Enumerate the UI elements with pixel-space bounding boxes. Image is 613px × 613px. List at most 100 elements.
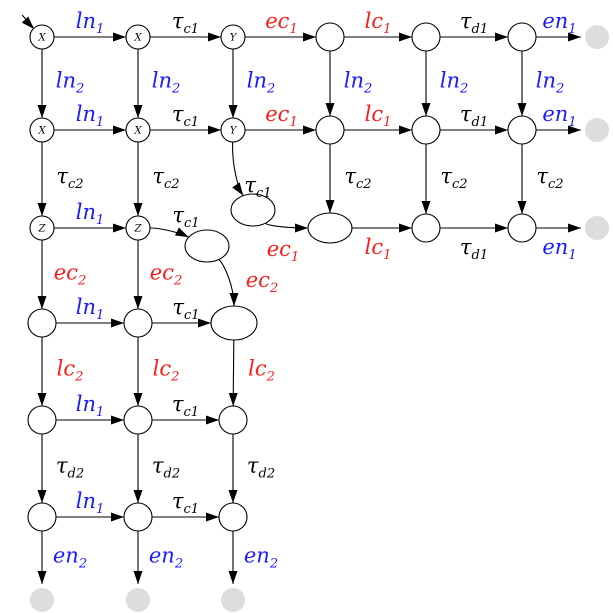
state-node-r4c2	[218, 405, 248, 435]
arrowhead-m22-to-r3c2	[229, 293, 239, 306]
arrowhead-r5c0-to-t_c0	[37, 571, 47, 584]
edge-label-tc1: τc1	[172, 9, 199, 37]
state-node-r3c1	[123, 308, 153, 338]
terminal-node-t_r1	[585, 118, 609, 142]
arrowhead-r0c3-to-r1c3	[325, 103, 335, 116]
arrowhead-r3c0-to-r4c0	[37, 393, 47, 406]
edge-label-lc2: lc2	[153, 357, 180, 385]
state-node-r3c2	[210, 305, 258, 341]
arrowhead-r2c1-to-m22	[175, 227, 189, 238]
arrowhead-r1c4-to-r2c4	[421, 201, 431, 214]
node-letter-r1c1: X	[133, 126, 142, 137]
arrowhead-r0c5-to-t_r0	[568, 32, 581, 42]
edge-label-td1: τd1	[460, 235, 488, 263]
state-node-r2c1	[125, 215, 151, 241]
edge-label-ln2: ln2	[56, 69, 85, 97]
arrowhead-r5c1-to-r5c2	[206, 512, 219, 522]
node-letter-r2c0: Z	[38, 224, 47, 235]
arrowhead-r2c1-to-r3c1	[133, 296, 143, 309]
state-node-r1c5	[507, 115, 537, 145]
arrowhead-r2c3-to-r2c4	[399, 223, 412, 233]
state-node-r0c4	[411, 22, 441, 52]
state-node-r0c1	[125, 24, 151, 50]
edge-label-en2: en2	[149, 544, 183, 572]
edge-label-ln2: ln2	[247, 69, 276, 97]
edge-label-tc2: τc2	[152, 164, 179, 192]
state-node-r1c3	[315, 115, 345, 145]
arrowhead-r0c2-to-r0c3	[303, 32, 316, 42]
arrowhead-r1c0-to-r2c0	[37, 203, 47, 216]
edge-label-ec1: ec1	[265, 102, 297, 130]
node-letter-r0c1: X	[133, 33, 142, 44]
arrowhead-r0c4-to-r0c5	[495, 32, 508, 42]
edge-label-ln1: ln1	[76, 200, 105, 228]
edge-label-td1: τd1	[460, 9, 488, 37]
arrowhead-r2c5-to-t_r2	[568, 223, 581, 233]
edge-label-tc1: τc1	[172, 295, 199, 323]
edge-label-td2: τd2	[247, 454, 275, 482]
state-node-r0c3	[315, 22, 345, 52]
edge-label-en1: en1	[542, 235, 576, 263]
arrowhead-r5c0-to-r5c1	[111, 512, 124, 522]
state-node-r1c4	[411, 115, 441, 145]
arrowhead-r2c0-to-r3c0	[37, 296, 47, 309]
arrowhead-r0c1-to-r1c1	[133, 105, 143, 118]
state-node-r0c5	[507, 22, 537, 52]
arrowhead-r4c0-to-r5c0	[37, 490, 47, 503]
edge-label-ln1: ln1	[76, 489, 105, 517]
edge-label-lc2: lc2	[57, 357, 84, 385]
edge-label-en2: en2	[244, 544, 278, 572]
state-node-r1c1	[125, 117, 151, 143]
arrowhead-r4c2-to-r5c2	[228, 490, 238, 503]
terminal-node-t_r2	[585, 216, 609, 240]
edge-label-lc1: lc1	[365, 102, 392, 130]
edge-label-td2: τd2	[56, 454, 84, 482]
arrowhead-r1c4-to-r1c5	[495, 125, 508, 135]
state-node-r5c2	[218, 502, 248, 532]
node-letter-r0c0: X	[37, 33, 46, 44]
node-letter-r1c0: X	[37, 126, 46, 137]
arrowhead-r1c2-to-m12	[232, 182, 244, 196]
terminal-node-t_c1	[126, 588, 150, 612]
arrowhead-r4c0-to-r4c1	[111, 415, 124, 425]
arrowhead-r0c0-to-r0c1	[113, 32, 126, 42]
arrowhead-r0c0-to-r1c0	[37, 105, 47, 118]
arrowhead-r1c3-to-r2c3	[325, 200, 335, 213]
edge-label-ec2: ec2	[54, 261, 86, 289]
edge-label-tc1: τc1	[244, 173, 271, 201]
state-node-r5c0	[27, 502, 57, 532]
arrowhead-r4c1-to-r5c1	[133, 490, 143, 503]
edge-label-ln2: ln2	[440, 69, 469, 97]
arrowhead-r4c1-to-r4c2	[206, 415, 219, 425]
terminal-node-t_c2	[221, 588, 245, 612]
state-node-r3c0	[27, 308, 57, 338]
edge-label-td1: τd1	[460, 102, 488, 130]
arrowhead-r0c1-to-r0c2	[208, 32, 221, 42]
arrowhead-r3c0-to-r3c1	[111, 318, 124, 328]
edge-label-ec2: ec2	[246, 268, 278, 296]
state-node-m22	[184, 229, 230, 263]
edge-label-tc2: τc2	[344, 164, 371, 192]
edge-label-ec2: ec2	[150, 261, 182, 289]
arrowhead-r1c2-to-r1c3	[303, 125, 316, 135]
arrowhead-r0c3-to-r0c4	[399, 32, 412, 42]
arrowhead-r0c5-to-r1c5	[517, 103, 527, 116]
node-letter-r2c1: Z	[134, 224, 143, 235]
edge-label-lc1: lc1	[365, 9, 392, 37]
terminal-node-t_c0	[30, 588, 54, 612]
edge-label-tc1: τc1	[172, 392, 199, 420]
arrowhead-r1c1-to-r1c2	[208, 125, 221, 135]
state-node-r1c2	[220, 117, 246, 143]
state-node-r1c0	[29, 117, 55, 143]
arrowhead-r1c3-to-r1c4	[399, 125, 412, 135]
edge-label-tc2: τc2	[536, 164, 563, 192]
edge-label-ln1: ln1	[76, 295, 105, 323]
arrowhead-m12-to-r2c3	[295, 223, 308, 233]
state-node-r4c0	[27, 405, 57, 435]
edge-label-ln1: ln1	[76, 9, 105, 37]
edge-label-tc2: τc2	[56, 164, 83, 192]
terminal-node-t_r0	[585, 25, 609, 49]
start-arrowhead	[21, 16, 34, 29]
